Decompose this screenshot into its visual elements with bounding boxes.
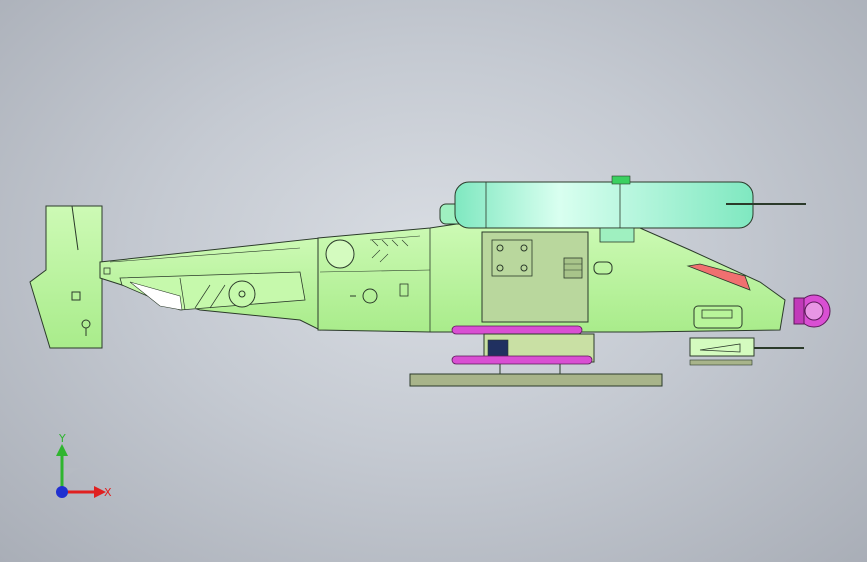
main-rotor [454,181,754,229]
y-axis-label: Y [58,432,66,445]
tail-fin-square [71,291,81,301]
weapon-rail-lower [451,355,593,365]
nose-window [686,263,751,291]
weapon-rail-upper [451,325,583,335]
fuselage-porthole [325,239,355,269]
nose-pod [693,305,743,329]
x-axis-arrow [94,486,106,498]
y-axis-arrow [56,444,68,456]
z-axis-origin [56,486,68,498]
tail-fin [29,205,103,349]
tail-boom-hatch [228,280,256,308]
coordinate-triad: Y X [56,432,112,499]
x-axis-label: X [104,486,112,499]
landing-skid [409,373,663,387]
